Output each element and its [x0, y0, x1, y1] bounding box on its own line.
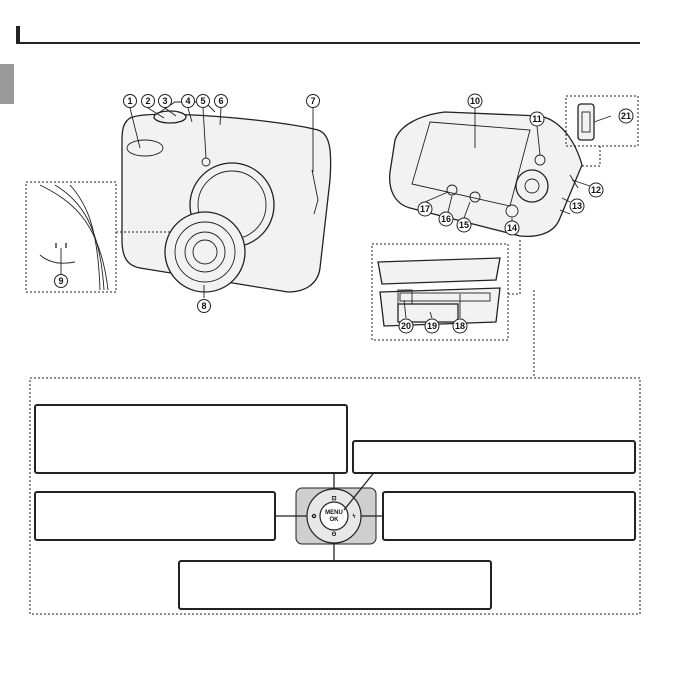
front-mic-inset	[25, 181, 170, 293]
callout-16: 16	[441, 214, 451, 224]
camera-back-illustration	[389, 111, 583, 238]
up-button-symbol: ⊡	[331, 496, 336, 502]
header-marker	[16, 26, 20, 44]
callout-1-circle	[123, 94, 137, 108]
callout-9: 9	[58, 276, 63, 286]
callout-17: 17	[420, 204, 430, 214]
menu-ok-label-line2: OK	[330, 517, 340, 523]
header-rule	[16, 42, 640, 44]
callout-6: 6	[218, 96, 223, 106]
menu-ok-label-line1: MENU	[325, 510, 343, 516]
menu-button-label-box	[352, 440, 636, 474]
right-button-label-box	[382, 491, 636, 541]
camera-front-illustration	[121, 101, 332, 293]
battery-compartment-inset	[371, 240, 521, 341]
callout-4: 4	[185, 96, 190, 106]
down-button-label-box	[178, 560, 492, 610]
callout-5: 5	[200, 96, 205, 106]
callout-13: 13	[572, 201, 582, 211]
callout-21: 21	[621, 111, 631, 121]
callout-numbers: 1 2 3 4 5 6 7 8 9 10 11 12 13 14 15 16 1…	[54, 93, 634, 334]
chapter-tab	[0, 64, 14, 104]
callout-3: 3	[162, 96, 167, 106]
callout-15: 15	[459, 220, 469, 230]
callout-14: 14	[507, 223, 517, 233]
callout-19: 19	[427, 321, 437, 331]
callout-2: 2	[145, 96, 150, 106]
down-button-symbol: ʘ	[332, 532, 337, 538]
callout-8: 8	[201, 301, 206, 311]
right-button-symbol: ϟ	[352, 514, 356, 520]
callout-12: 12	[591, 185, 601, 195]
left-button-symbol: ✿	[311, 513, 316, 520]
selector-button-illustration: MENU OK ⊡ ✿ ϟ ʘ	[274, 469, 382, 560]
selector-panel-frame	[29, 290, 641, 615]
callout-11: 11	[532, 114, 542, 124]
callout-10: 10	[470, 96, 480, 106]
callout-20: 20	[401, 321, 411, 331]
callout-leaders	[60, 107, 612, 319]
callout-1: 1	[127, 96, 132, 106]
callout-7: 7	[310, 96, 315, 106]
left-button-label-box	[34, 491, 276, 541]
callout-18: 18	[455, 321, 465, 331]
up-button-label-box	[34, 404, 348, 474]
section-header-bar	[16, 26, 640, 44]
